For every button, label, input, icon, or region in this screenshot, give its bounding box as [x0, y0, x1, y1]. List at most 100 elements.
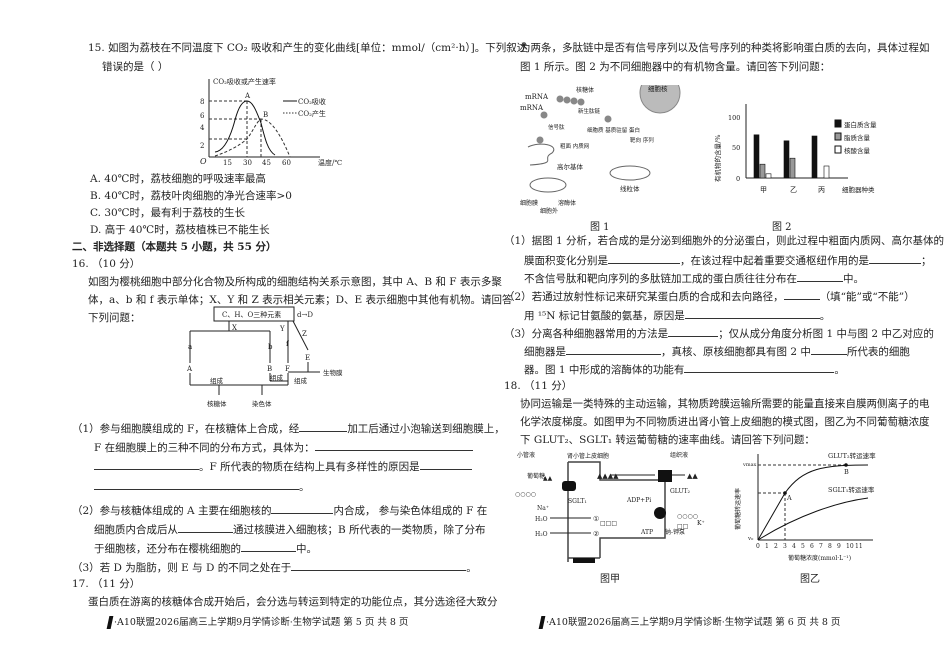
- figure2-bar-chart: 有机物的含量/% 0 50 100 甲 乙 丙 细胞器种类 蛋白质含量 脂质含量…: [713, 104, 877, 194]
- point-a-label: A: [786, 494, 792, 502]
- x-tick: 30: [243, 159, 252, 167]
- glut2-label: GLUT₂: [670, 488, 691, 495]
- membrane-label: 细胞膜: [520, 199, 538, 207]
- junction-bar: [573, 558, 595, 563]
- glucose-triangles-icon: ▲▲▲▲: [597, 472, 619, 480]
- k-squares-icon: □□□: [600, 520, 617, 527]
- glut2-curve-label: GLUT₂转运速率: [828, 451, 876, 460]
- q17-heading: 17. （11 分）: [72, 578, 141, 590]
- compose-label: 组成: [270, 373, 284, 382]
- answer-blank[interactable]: [419, 458, 472, 470]
- x-tick: 2: [774, 543, 778, 550]
- glut2-curve: [757, 464, 869, 541]
- answer-blank[interactable]: [94, 478, 299, 490]
- q17-para: 蛋白质在游离的核糖体合成开始后，会分选与转运到特定的功能位点，其分选途径大致分: [88, 596, 498, 608]
- x-tick: 丙: [818, 186, 825, 194]
- point-a: [783, 491, 787, 495]
- bar-0-2: [765, 173, 772, 179]
- mito-label: 线粒体: [620, 184, 640, 193]
- bar-2-0: [811, 135, 818, 179]
- x-tick: 8: [828, 543, 832, 550]
- point-b-label: B: [263, 111, 268, 119]
- q17-sub3-line1: （3）分离各种细胞器常用的方法是；仅从成分角度分析图 1 中与图 2 中乙对应的: [504, 325, 934, 341]
- mrna-label: mRNA: [525, 93, 549, 101]
- x-tick: 60: [282, 159, 291, 167]
- x-tick: 9: [837, 543, 841, 550]
- answer-blank[interactable]: [241, 540, 296, 552]
- co2-absorb-curve: [214, 100, 276, 156]
- x-tick: 45: [262, 159, 271, 167]
- answer-blank[interactable]: [291, 559, 467, 571]
- q17-sub1-line1: （1）据图 1 分析，若合成的是分泌到细胞外的分泌蛋白，则此过程中粗面内质网、高…: [504, 235, 945, 247]
- legend-nucleic-acid: 核酸含量: [844, 146, 871, 155]
- q16-sub2-line2: 细胞质内合成后从通过核膜进入细胞核；B 所代表的一类物质，除了分布: [94, 521, 486, 537]
- y-tick: 4: [200, 124, 205, 132]
- q15-option-a[interactable]: A. 40℃时，荔枝细胞的呼吸速率最高: [90, 173, 266, 185]
- q18-heading: 18. （11 分）: [504, 380, 573, 392]
- label-z: Z: [302, 330, 307, 338]
- q16-structure-diagram: C、H、O三种元素 d→D X Y Z a b f E A B F 生物膜 组成…: [186, 306, 343, 408]
- path-1-label: ①: [593, 515, 599, 523]
- q18-para: 协同运输是一类特殊的主动运输，其物质跨膜运输所需要的能量直接来自膜两侧离子的电: [520, 398, 930, 410]
- x-tick: 3: [783, 543, 787, 550]
- answer-blank[interactable]: [684, 307, 820, 319]
- section-heading: 二、非选择题（本题共 5 小题，共 55 分）: [72, 241, 277, 253]
- q15-co2-chart: CO₂吸收或产生速率 O 2 4 6 8 15 30 45 60 温度/℃ A …: [200, 77, 342, 167]
- q16-sub1-line1: （1）参与细胞膜组成的 F，在核糖体上合成，经加工后通过小泡输送到细胞膜上，: [72, 420, 505, 436]
- compose-label: 组成: [210, 376, 224, 385]
- point-a-label: A: [244, 92, 251, 100]
- elements-box-label: C、H、O三种元素: [222, 310, 281, 319]
- rough-er-label: 粗面 内质网: [560, 142, 590, 150]
- compose-label: 组成: [294, 376, 308, 385]
- q15-option-b[interactable]: B. 40℃时，荔枝叶肉细胞的净光合速率>0: [90, 190, 292, 202]
- lysosome-label: 溶酶体: [558, 199, 576, 207]
- q16-sub1-line2: F 在细胞膜上的三种不同的分布方式，具体为：: [94, 439, 473, 455]
- q17-sub2-line1: （2）若通过放射性标记来研究某蛋白质的合成和去向路径，（填“能”或“不能”）: [504, 288, 915, 304]
- bar-0-0: [753, 134, 760, 179]
- lumen-label: 小管液: [517, 451, 535, 459]
- point-b: [844, 463, 848, 467]
- legend-swatch: [834, 119, 842, 128]
- cytosol-protein-label: 细胞质 基质驻留 蛋白: [587, 126, 640, 134]
- q15-stem-line2: 错误的是（ ）: [102, 61, 169, 73]
- golgi-shape: [529, 177, 567, 193]
- q16-para: 体，a、b 和 f 表示单体；X、Y 和 Z 表示相关元素；D、E 表示细胞中其…: [88, 294, 513, 306]
- x-tick: 10: [846, 543, 854, 550]
- q17-sub1-line2: 膜面积变化分别是，在该过程中起着重要交通枢纽作用的是；: [524, 252, 932, 268]
- polymer-f: F: [285, 365, 290, 373]
- answer-blank[interactable]: [299, 420, 348, 432]
- answer-blank[interactable]: [797, 270, 843, 282]
- y-tick: 100: [728, 114, 740, 122]
- pump-label: 钠-钾泵: [665, 528, 685, 536]
- elements-box: [213, 306, 295, 322]
- x-tick: 乙: [790, 186, 797, 194]
- answer-blank[interactable]: [783, 288, 820, 300]
- q17-para: 为两条，多肽链中是否有信号序列以及信号序列的种类将影响蛋白质的去向，具体过程如: [520, 42, 930, 54]
- q16-sub2-line3: 于细胞核，还分布在樱桃细胞的中。: [94, 540, 317, 556]
- bar-1-0: [783, 140, 790, 179]
- target-seq-label: 靶向 序列: [630, 136, 654, 144]
- q15-option-c[interactable]: C. 30℃时，最有利于荔枝的生长: [90, 207, 245, 219]
- answer-blank[interactable]: [314, 439, 473, 451]
- er-shape: [527, 143, 555, 166]
- answer-blank[interactable]: [668, 325, 719, 337]
- v0-label: v₀: [747, 536, 754, 542]
- figure-a-transport-diagram: 小管液 肾小管上皮细胞 组织液 葡萄糖 Na⁺ SGLT₁ GLUT₂ ADP+…: [515, 451, 705, 563]
- bar-2-2: [823, 165, 830, 179]
- answer-blank[interactable]: [810, 343, 847, 355]
- mrna-label: mRNA: [520, 104, 544, 112]
- q15-option-d[interactable]: D. 高于 40℃时，荔枝植株已不能生长: [90, 224, 270, 236]
- answer-blank[interactable]: [271, 502, 334, 514]
- q16-sub1-line4: 。: [94, 478, 310, 494]
- bars: [753, 134, 830, 179]
- sglt1-curve: [757, 497, 869, 541]
- answer-blank[interactable]: [566, 343, 661, 355]
- sglt1-label: SGLT₁: [568, 498, 587, 505]
- answer-blank[interactable]: [684, 361, 835, 373]
- answer-blank[interactable]: [94, 458, 199, 470]
- y-tick: 2: [200, 142, 204, 150]
- answer-blank[interactable]: [869, 252, 921, 264]
- answer-blank[interactable]: [608, 252, 680, 264]
- answer-blank[interactable]: [178, 521, 233, 533]
